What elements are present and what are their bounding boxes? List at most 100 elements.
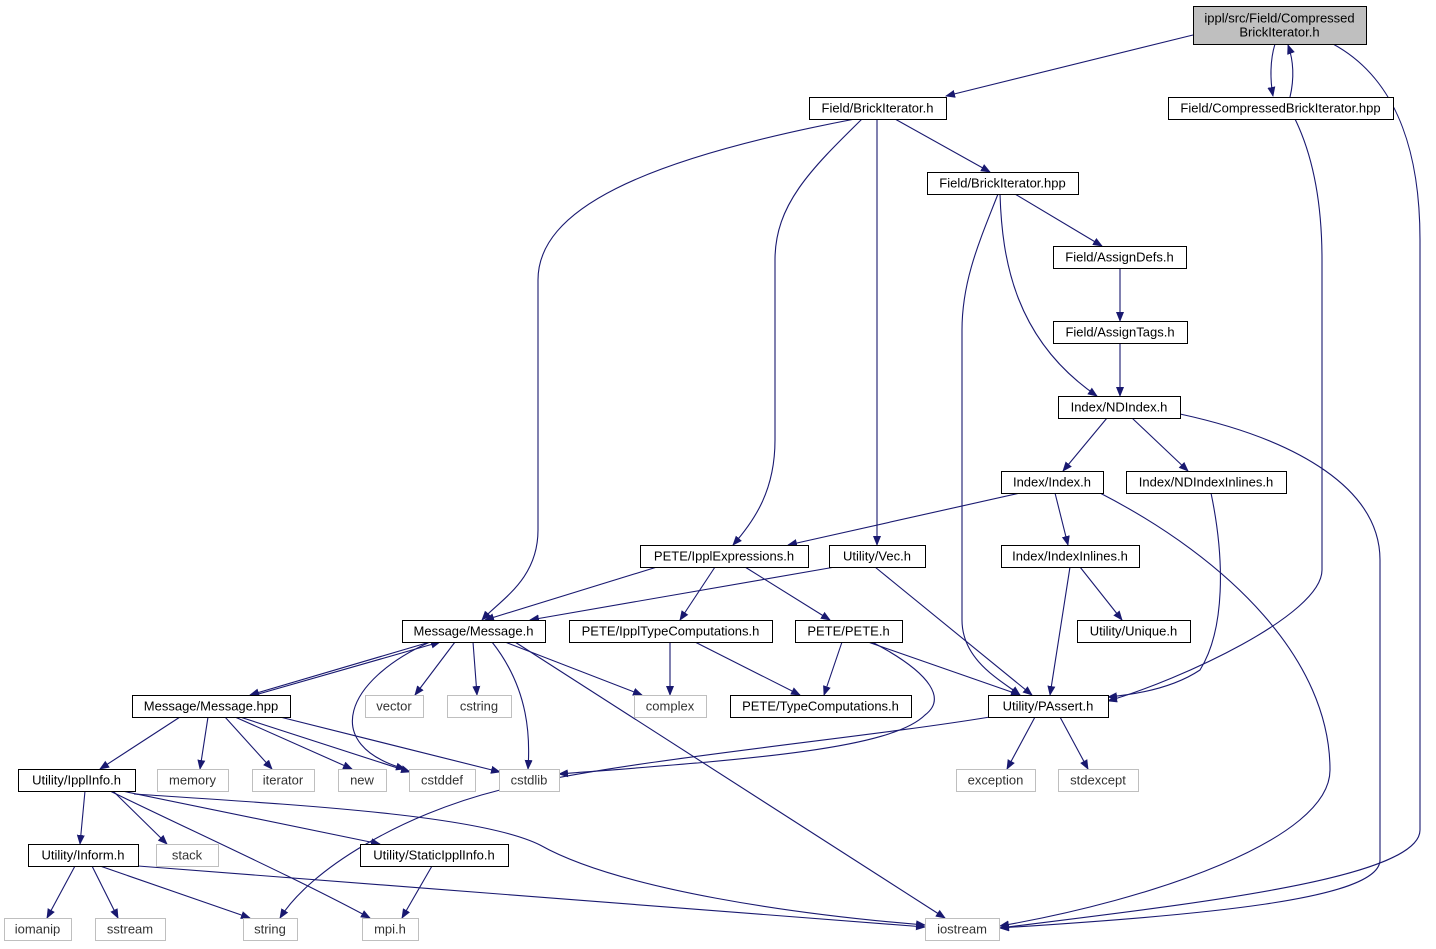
node-box-vech	[829, 545, 926, 568]
edge-msghpp-to-cstddef	[239, 716, 411, 774]
edge-ipplexpr-to-ipptc	[679, 566, 716, 621]
edge-indexh-to-iostream	[999, 492, 1331, 929]
node-label-indexh: Index/Index.h	[1013, 475, 1091, 490]
node-assigndefs[interactable]: Field/AssignDefs.h	[1053, 246, 1187, 269]
edge-msghpp-to-memory	[197, 716, 209, 770]
edge-vech-to-passert	[874, 566, 1033, 696]
node-iomanip[interactable]: iomanip	[4, 918, 72, 941]
node-exception[interactable]: exception	[956, 769, 1036, 792]
edge-ipptc-to-typecomp	[694, 641, 801, 696]
node-new[interactable]: new	[338, 769, 387, 792]
node-root: ippl/src/Field/CompressedBrickIterator.h	[1193, 6, 1367, 45]
node-inform[interactable]: Utility/Inform.h	[28, 844, 139, 867]
edge-msghpp-to-new	[234, 716, 353, 770]
node-cbihpp[interactable]: Field/CompressedBrickIterator.hpp	[1168, 97, 1394, 120]
node-ipptc[interactable]: PETE/IpplTypeComputations.h	[569, 620, 773, 643]
node-box-new	[338, 769, 387, 792]
node-string[interactable]: string	[243, 918, 298, 941]
node-typecomp[interactable]: PETE/TypeComputations.h	[730, 695, 912, 718]
edge-brickh-to-ipplexpr	[732, 118, 863, 546]
node-label-ipplinfo: Utility/IpplInfo.h	[32, 773, 121, 788]
node-box-unique	[1077, 620, 1191, 643]
node-ndindex[interactable]: Index/NDIndex.h	[1058, 396, 1181, 419]
edge-root-to-iostream	[999, 43, 1421, 931]
edge-staticinfo-to-mpih	[401, 865, 433, 919]
node-box-vector	[365, 695, 424, 718]
edge-ndinl-to-passert	[1107, 492, 1221, 701]
edge-vech-to-message	[529, 566, 836, 623]
edge-brickh-to-brickhpp	[894, 118, 991, 173]
node-iterator[interactable]: iterator	[252, 769, 315, 792]
node-message[interactable]: Message/Message.h	[402, 620, 546, 643]
node-label-string: string	[254, 922, 286, 937]
node-msghpp[interactable]: Message/Message.hpp	[132, 695, 291, 718]
node-sstream[interactable]: sstream	[95, 918, 166, 941]
edge-indexh-to-ipplexpr	[787, 492, 1021, 547]
edge-msghpp-to-message	[254, 640, 441, 696]
edge-peteh-to-cstdlib	[558, 641, 935, 778]
node-box-brickhpp	[927, 172, 1079, 195]
node-label-assigntags: Field/AssignTags.h	[1065, 325, 1174, 340]
node-box-stack	[156, 844, 219, 867]
node-vech[interactable]: Utility/Vec.h	[829, 545, 926, 568]
node-complex[interactable]: complex	[634, 695, 707, 718]
edge-message-to-vector	[414, 641, 456, 696]
edge-ipplexpr-to-message	[484, 566, 658, 622]
node-box-assigndefs	[1053, 246, 1187, 269]
node-label-iomanip: iomanip	[15, 922, 61, 937]
node-assigntags[interactable]: Field/AssignTags.h	[1053, 321, 1188, 344]
node-label-cstdlib: cstdlib	[511, 773, 548, 788]
node-box-cstddef	[409, 769, 476, 792]
node-box-sstream	[95, 918, 166, 941]
node-box-ndindex	[1058, 396, 1181, 419]
node-label-new: new	[350, 773, 374, 788]
node-cstring[interactable]: cstring	[447, 695, 512, 718]
node-mpih[interactable]: mpi.h	[362, 918, 419, 941]
node-stack[interactable]: stack	[156, 844, 219, 867]
node-unique[interactable]: Utility/Unique.h	[1077, 620, 1191, 643]
node-cstddef[interactable]: cstddef	[409, 769, 476, 792]
edge-message-to-complex	[504, 641, 643, 696]
node-label-msghpp: Message/Message.hpp	[144, 699, 278, 714]
edge-root-to-brickh	[945, 34, 1194, 98]
node-box-string	[243, 918, 298, 941]
node-label-ipplexpr: PETE/IpplExpressions.h	[654, 549, 794, 564]
node-box-msghpp	[132, 695, 291, 718]
node-peteh[interactable]: PETE/PETE.h	[795, 620, 903, 643]
node-box-cstdlib	[499, 769, 560, 792]
node-label-root-line1: ippl/src/Field/Compressed	[1204, 11, 1354, 26]
node-ipplinfo[interactable]: Utility/IpplInfo.h	[18, 769, 136, 792]
node-staticinfo[interactable]: Utility/StaticIpplInfo.h	[360, 844, 509, 867]
edge-inform-to-iomanip	[46, 865, 76, 919]
edge-ipplinfo-to-staticinfo	[121, 790, 381, 847]
node-box-brickh	[809, 97, 947, 120]
node-ipplexpr[interactable]: PETE/IpplExpressions.h	[640, 545, 809, 568]
node-label-typecomp: PETE/TypeComputations.h	[742, 699, 899, 714]
node-label-stack: stack	[172, 848, 203, 863]
node-box-exception	[956, 769, 1036, 792]
node-vector[interactable]: vector	[365, 695, 424, 718]
node-label-peteh: PETE/PETE.h	[807, 624, 889, 639]
node-brickh[interactable]: Field/BrickIterator.h	[809, 97, 947, 120]
node-idxinl[interactable]: Index/IndexInlines.h	[1001, 545, 1140, 568]
node-ndinl[interactable]: Index/NDIndexInlines.h	[1126, 471, 1287, 494]
node-label-brickh: Field/BrickIterator.h	[822, 101, 934, 116]
node-passert[interactable]: Utility/PAssert.h	[988, 695, 1109, 718]
edge-msghpp-to-ipplinfo	[99, 716, 181, 770]
node-box-ipplinfo	[18, 769, 136, 792]
node-box-memory	[157, 769, 229, 792]
node-box-cbihpp	[1168, 97, 1394, 120]
node-iostream[interactable]: iostream	[925, 918, 1000, 941]
node-label-exception: exception	[968, 773, 1024, 788]
node-stdexcept[interactable]: stdexcept	[1058, 769, 1139, 792]
node-indexh[interactable]: Index/Index.h	[1001, 471, 1104, 494]
node-cstdlib[interactable]: cstdlib	[499, 769, 560, 792]
node-memory[interactable]: memory	[157, 769, 229, 792]
edge-passert-to-exception	[1006, 716, 1036, 770]
node-brickhpp[interactable]: Field/BrickIterator.hpp	[927, 172, 1079, 195]
node-label-brickhpp: Field/BrickIterator.hpp	[939, 176, 1065, 191]
node-label-memory: memory	[169, 773, 216, 788]
edge-msghpp-to-iterator	[224, 716, 273, 770]
edge-message-to-msghpp	[249, 641, 431, 697]
node-label-idxinl: Index/IndexInlines.h	[1012, 549, 1128, 564]
